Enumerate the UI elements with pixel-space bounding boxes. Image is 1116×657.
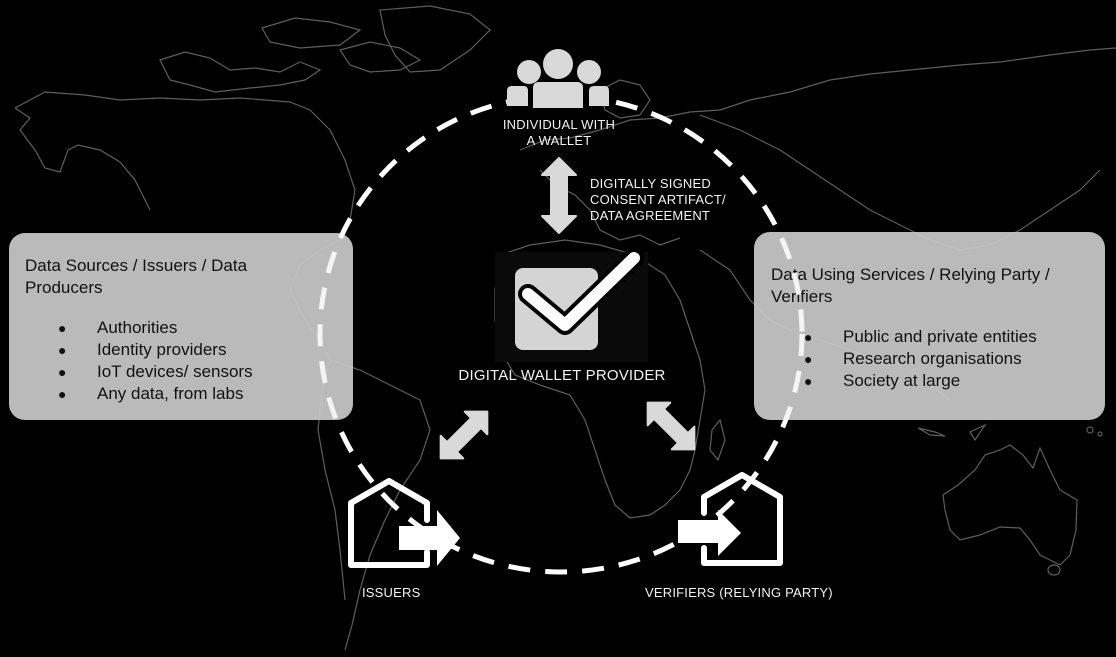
list-item: ●Society at large — [804, 371, 961, 390]
data-using-services-box: Data Using Services / Relying Party / Ve… — [754, 232, 1105, 420]
verifiers-label: VERIFIERS (RELYING PARTY) — [645, 585, 833, 600]
data-sources-box: Data Sources / Issuers / Data Producers … — [9, 233, 353, 420]
list-item: ●IoT devices/ sensors — [58, 362, 253, 381]
individual-with-wallet-label: INDIVIDUAL WITH A WALLET — [502, 117, 616, 148]
bidirectional-arrow-vertical-icon — [541, 157, 577, 234]
house-import-icon — [678, 472, 783, 566]
digital-wallet-provider-label: DIGITAL WALLET PROVIDER — [458, 367, 666, 384]
people-group-icon — [507, 46, 609, 112]
bullet-icon: ● — [804, 351, 813, 367]
data-using-title-line1: Data Using Services / Relying Party / — [771, 265, 1050, 284]
data-using-list: ●Public and private entities ●Research o… — [771, 326, 1105, 392]
list-item: ●Authorities — [58, 318, 178, 337]
bullet-icon: ● — [58, 342, 67, 358]
data-sources-title-line1: Data Sources / Issuers / Data — [25, 256, 248, 275]
bullet-icon: ● — [804, 373, 813, 389]
list-item: ●Any data, from labs — [58, 384, 244, 403]
bidirectional-arrow-diagonal-left-icon — [439, 410, 489, 460]
bullet-icon: ● — [58, 386, 67, 402]
data-sources-title-line2: Producers — [25, 278, 103, 297]
checkbox-checked-icon — [495, 248, 648, 362]
bullet-icon: ● — [58, 320, 67, 336]
bullet-icon: ● — [804, 329, 813, 345]
bullet-icon: ● — [58, 364, 67, 380]
house-export-icon — [348, 478, 460, 568]
consent-artifact-label: DIGITALLY SIGNED CONSENT ARTIFACT/ DATA … — [590, 176, 726, 223]
issuers-label: ISSUERS — [362, 585, 421, 600]
list-item: ●Public and private entities — [804, 327, 1037, 346]
list-item: ●Research organisations — [804, 349, 1022, 368]
bidirectional-arrow-diagonal-right-icon — [646, 401, 696, 451]
data-sources-list: ●Authorities ●Identity providers ●IoT de… — [25, 317, 353, 405]
list-item: ●Identity providers — [58, 340, 227, 359]
